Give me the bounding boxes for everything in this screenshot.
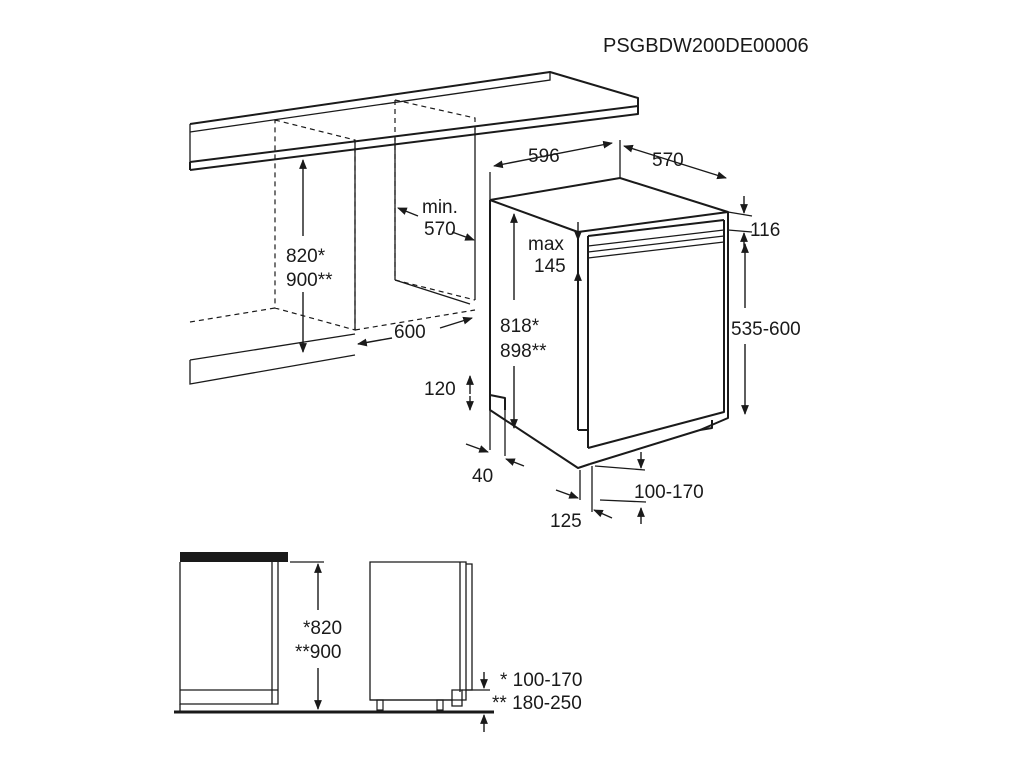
label-side-h-1: *820 bbox=[303, 618, 342, 639]
dim-depth: 570 bbox=[623, 144, 727, 180]
label-side-kick-1: * 100-170 bbox=[500, 670, 582, 691]
dim-kick: 100-170 bbox=[579, 452, 704, 524]
dim-top-gap: 116 bbox=[727, 196, 780, 248]
side-view-dishwasher bbox=[369, 561, 473, 711]
dim-plinth-height: 120 bbox=[424, 375, 474, 411]
dim-door-height: 535-600 bbox=[731, 243, 801, 415]
dishwasher-body bbox=[489, 177, 729, 469]
label-plinth-h: 120 bbox=[424, 379, 456, 400]
niche-outline bbox=[189, 99, 476, 385]
dim-niche-height: 820* 900** bbox=[286, 159, 333, 353]
dim-niche-width: 600 bbox=[357, 316, 473, 347]
dim-max: max 145 bbox=[528, 222, 582, 290]
label-side-h-2: **900 bbox=[295, 642, 342, 663]
dim-plinth-depth: 40 bbox=[465, 410, 525, 487]
label-niche-min-2: 570 bbox=[424, 219, 456, 240]
label-niche-w: 600 bbox=[394, 322, 426, 343]
side-view-cabinet bbox=[174, 552, 494, 714]
dim-width: 596 bbox=[489, 140, 621, 200]
dim-niche-depth: min. 570 bbox=[397, 197, 475, 241]
label-max-2: 145 bbox=[534, 256, 566, 277]
label-kick: 100-170 bbox=[634, 482, 704, 503]
label-niche-min-1: min. bbox=[422, 197, 458, 218]
dim-side-height: *820 **900 bbox=[290, 561, 342, 710]
label-side-kick-2: ** 180-250 bbox=[492, 693, 582, 714]
label-kick-d: 125 bbox=[550, 511, 582, 532]
dim-kick-depth: 125 bbox=[550, 489, 613, 532]
label-door-h: 535-600 bbox=[731, 319, 801, 340]
dim-appliance-height: 818* 898** bbox=[500, 213, 547, 429]
dim-side-kick: * 100-170 ** 180-250 bbox=[462, 670, 582, 732]
label-appl-h-1: 818* bbox=[500, 316, 540, 337]
label-appl-h-2: 898** bbox=[500, 341, 547, 362]
label-niche-h-2: 900** bbox=[286, 270, 333, 291]
label-depth: 570 bbox=[652, 150, 684, 171]
label-top-gap: 116 bbox=[750, 220, 780, 241]
countertop bbox=[189, 71, 639, 171]
label-width: 596 bbox=[528, 146, 560, 167]
label-max-1: max bbox=[528, 234, 564, 255]
label-plinth-d: 40 bbox=[472, 466, 493, 487]
drawing-code: PSGBDW200DE00006 bbox=[603, 35, 809, 57]
label-niche-h-1: 820* bbox=[286, 246, 326, 267]
